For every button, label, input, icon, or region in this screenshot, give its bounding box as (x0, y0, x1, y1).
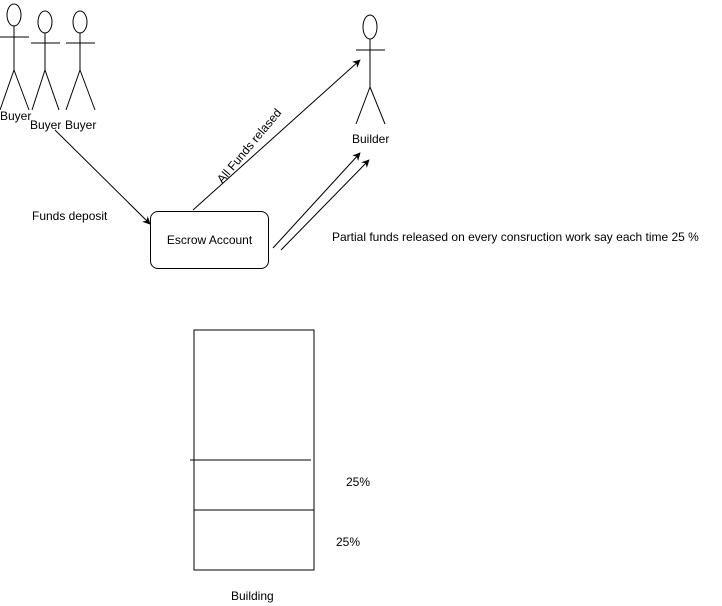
building-stage-1-percent: 25% (346, 475, 371, 489)
buyer-label-3: Buyer (65, 118, 97, 132)
builder-actor[interactable] (355, 14, 386, 125)
all-funds-released-arrow[interactable] (192, 59, 361, 211)
builder-label: Builder (352, 132, 390, 146)
buyer-actor-3[interactable] (65, 10, 96, 111)
buyer-label-2: Buyer (30, 118, 62, 132)
buyer-label-1: Buyer (0, 109, 32, 123)
funds-deposit-arrow[interactable] (54, 129, 151, 225)
partial-funds-arrow-1[interactable] (272, 152, 361, 249)
funds-deposit-label: Funds deposit (32, 209, 108, 223)
building-block[interactable] (193, 329, 315, 571)
partial-funds-arrow-2[interactable] (280, 159, 370, 251)
escrow-account-label: Escrow Account (166, 233, 253, 247)
building-stage-2-percent: 25% (336, 535, 361, 549)
building-label: Building (231, 589, 274, 603)
buyer-actor-2[interactable] (31, 10, 60, 111)
partial-funds-label: Partial funds released on every consruct… (332, 230, 699, 244)
escrow-account-node[interactable]: Escrow Account (150, 211, 269, 269)
buyer-actor-1[interactable] (0, 3, 30, 111)
